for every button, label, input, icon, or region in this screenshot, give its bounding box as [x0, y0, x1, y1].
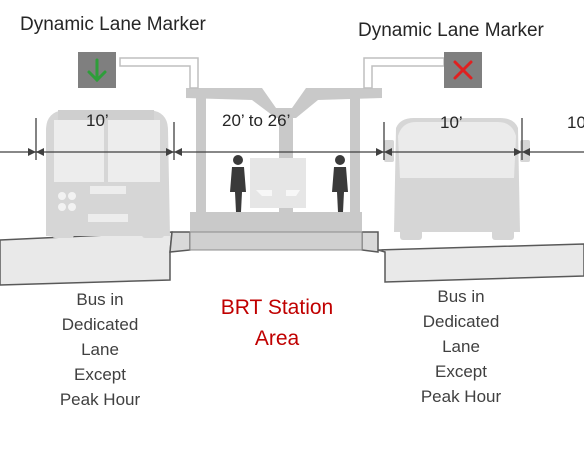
bus-front-view — [46, 110, 170, 238]
left-lane-label-line: Dedicated — [61, 315, 139, 334]
station-platform — [190, 212, 362, 232]
dimension-left-lane: 10’ — [86, 111, 109, 130]
pavement-right — [377, 243, 584, 283]
left-lane-label-line: Lane — [81, 340, 119, 359]
right-lane-label-line: Peak Hour — [420, 387, 502, 406]
curb-left — [169, 231, 191, 253]
shelter-panel — [250, 158, 306, 208]
van-front-view — [384, 118, 530, 240]
curb-right — [361, 231, 379, 253]
pavement-left — [0, 231, 173, 286]
dynamic-lane-marker-title-left: Dynamic Lane Marker — [20, 14, 206, 35]
right-lane-label-line: Lane — [442, 337, 480, 356]
dimension-right-lane: 10’ — [440, 113, 463, 132]
right-lane-label-line: Except — [435, 362, 487, 381]
green-down-arrow-icon — [87, 58, 107, 83]
left-lane-label: Bus in Dedicated Lane Except Peak Hour — [35, 287, 165, 412]
dimension-lines — [0, 118, 584, 160]
red-x-icon — [453, 60, 473, 80]
sign-mast-right — [363, 52, 482, 89]
right-lane-label-line: Dedicated — [422, 312, 500, 331]
dimension-far-right-lane: 10 — [567, 113, 584, 132]
dimension-station: 20’ to 26’ — [222, 111, 291, 130]
dimension-arrowheads — [28, 148, 530, 156]
shelter-seat-left — [256, 190, 272, 196]
left-lane-label-line: Peak Hour — [59, 390, 141, 409]
brt-station-area-label: BRT Station Area — [197, 292, 357, 354]
shelter-seat-right — [286, 190, 300, 196]
canopy-column-right — [350, 98, 360, 212]
left-lane-label-line: Except — [74, 365, 126, 384]
pedestrian-right — [332, 155, 348, 212]
station-label-line: Area — [254, 327, 300, 350]
station-canopy — [186, 88, 382, 118]
sign-mast-left — [78, 52, 199, 89]
left-lane-label-line: Bus in — [76, 290, 124, 309]
canopy-column-left — [196, 98, 206, 212]
station-base — [189, 231, 363, 251]
pedestrian-left — [230, 155, 246, 212]
station-label-line: BRT Station — [220, 296, 334, 319]
right-lane-label: Bus in Dedicated Lane Except Peak Hour — [396, 284, 526, 409]
right-lane-label-line: Bus in — [437, 287, 485, 306]
dynamic-lane-marker-title-right: Dynamic Lane Marker — [358, 20, 544, 41]
